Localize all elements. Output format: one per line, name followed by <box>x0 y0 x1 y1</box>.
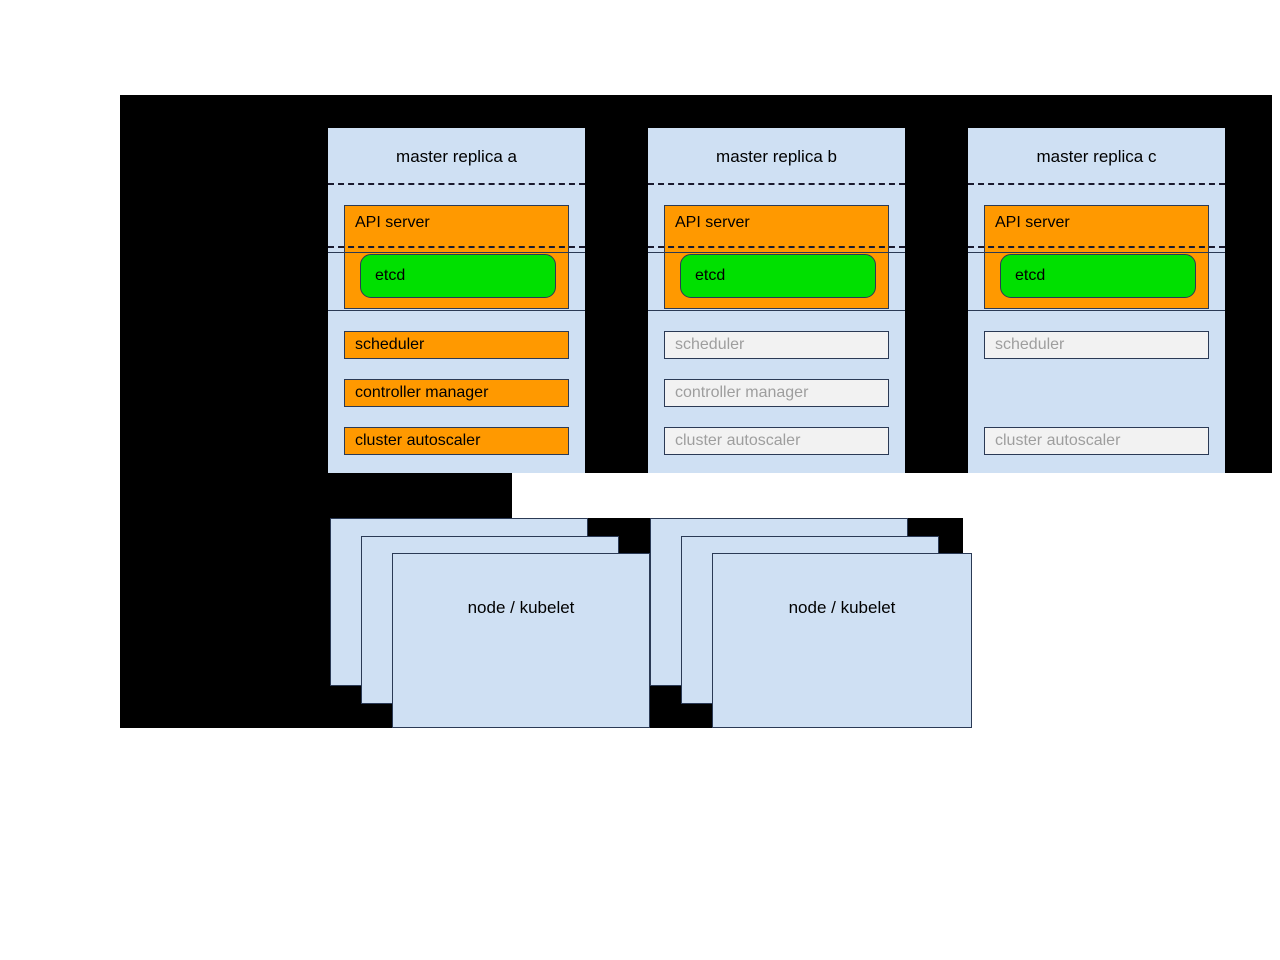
replica-rule-upper-c <box>968 252 1225 253</box>
etcd-box-c[interactable]: etcd <box>1000 254 1196 298</box>
master-replica-panel-c[interactable]: master replica c API server etcd schedul… <box>968 128 1225 473</box>
api-server-box-c[interactable]: API server etcd <box>984 205 1209 309</box>
replica-title-c: master replica c <box>1036 147 1157 166</box>
replica-title-b: master replica b <box>716 147 837 166</box>
replica-divider-mid-b <box>648 246 905 248</box>
component-cluster-autoscaler-b[interactable]: cluster autoscaler <box>664 427 889 455</box>
canvas-block-left-mid <box>120 473 512 518</box>
replica-rule-upper-a <box>328 252 585 253</box>
api-server-label-b: API server <box>675 214 750 231</box>
component-controller-manager-a[interactable]: controller manager <box>344 379 569 407</box>
replica-title-a: master replica a <box>396 147 517 166</box>
etcd-box-b[interactable]: etcd <box>680 254 876 298</box>
replica-rule-lower-b <box>648 310 905 311</box>
api-server-box-a[interactable]: API server etcd <box>344 205 569 309</box>
master-replica-panel-a[interactable]: master replica a API server etcd schedul… <box>328 128 585 473</box>
node-stack-2-card-front[interactable]: node / kubelet <box>712 553 972 728</box>
replica-rule-upper-b <box>648 252 905 253</box>
etcd-box-a[interactable]: etcd <box>360 254 556 298</box>
node-stack-2-label: node / kubelet <box>788 598 896 617</box>
component-cluster-autoscaler-a[interactable]: cluster autoscaler <box>344 427 569 455</box>
replica-divider-mid-c <box>968 246 1225 248</box>
api-server-label-c: API server <box>995 214 1070 231</box>
replica-divider-top-a <box>328 183 585 185</box>
component-controller-manager-b[interactable]: controller manager <box>664 379 889 407</box>
master-replica-panel-b[interactable]: master replica b API server etcd schedul… <box>648 128 905 473</box>
component-scheduler-c[interactable]: scheduler <box>984 331 1209 359</box>
replica-divider-top-c <box>968 183 1225 185</box>
api-server-box-b[interactable]: API server etcd <box>664 205 889 309</box>
replica-rule-lower-a <box>328 310 585 311</box>
replica-divider-mid-a <box>328 246 585 248</box>
component-cluster-autoscaler-c[interactable]: cluster autoscaler <box>984 427 1209 455</box>
replica-rule-lower-c <box>968 310 1225 311</box>
node-stack-1-card-front[interactable]: node / kubelet <box>392 553 650 728</box>
component-scheduler-a[interactable]: scheduler <box>344 331 569 359</box>
white-gap-band <box>512 473 1280 518</box>
component-scheduler-b[interactable]: scheduler <box>664 331 889 359</box>
replica-divider-top-b <box>648 183 905 185</box>
api-server-label-a: API server <box>355 214 430 231</box>
node-stack-1-label: node / kubelet <box>467 598 575 617</box>
